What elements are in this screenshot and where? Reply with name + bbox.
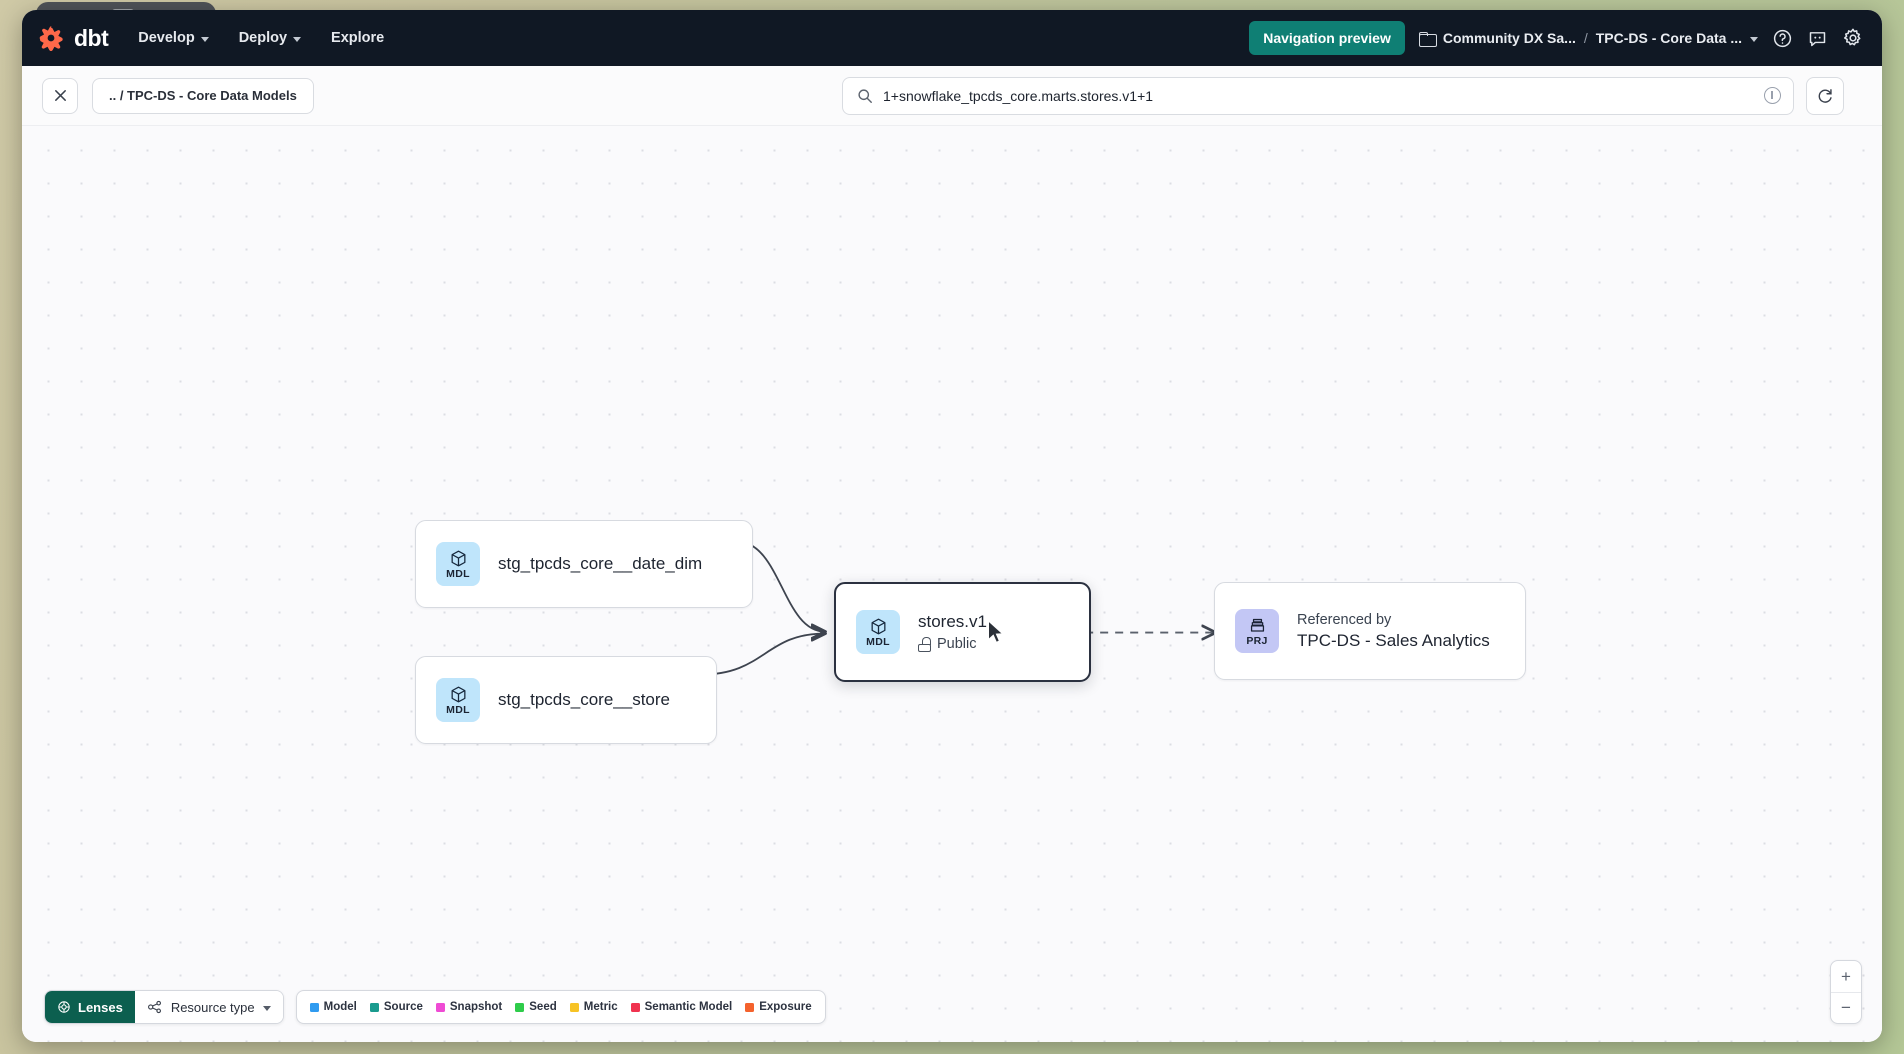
- nodes-icon: [147, 1000, 161, 1014]
- legend-label: Source: [383, 1001, 423, 1013]
- nav-link-deploy[interactable]: Deploy: [238, 30, 302, 46]
- node-title: TPC-DS - Sales Analytics: [1297, 630, 1490, 650]
- navigation-preview-button[interactable]: Navigation preview: [1249, 21, 1405, 55]
- legend-swatch: [435, 1002, 445, 1012]
- lens-icon: [58, 1001, 70, 1013]
- resource-type-dropdown[interactable]: Resource type: [134, 991, 283, 1023]
- refresh-icon: [1818, 88, 1832, 103]
- nav-link-develop-label: Develop: [138, 30, 195, 46]
- refresh-button[interactable]: [1806, 76, 1844, 115]
- node-body: stg_tpcds_core__store: [498, 690, 670, 710]
- top-navigation-bar: dbt Develop Deploy Explore Navigation pr…: [22, 10, 1882, 66]
- legend-label: Exposure: [759, 1001, 812, 1013]
- node-badge-label: MDL: [866, 635, 890, 648]
- lenses-button[interactable]: Lenses: [45, 991, 135, 1023]
- primary-nav-links: Develop Deploy Explore: [138, 30, 384, 46]
- legend-swatch: [309, 1002, 319, 1012]
- legend-item-model: Model: [309, 1001, 357, 1013]
- zoom-in-button[interactable]: +: [1841, 966, 1851, 986]
- node-body: stores.v1 Public: [918, 612, 987, 652]
- lineage-toolbar: .. / TPC-DS - Core Data Models: [22, 66, 1882, 126]
- resource-type-legend: Model Source Snapshot Seed: [295, 990, 826, 1024]
- node-title: stg_tpcds_core__store: [498, 690, 670, 709]
- search-input[interactable]: [883, 87, 1754, 104]
- cube-icon: [451, 686, 465, 703]
- dbt-mark-icon: [39, 26, 63, 52]
- zoom-controls: + −: [1830, 960, 1862, 1024]
- zoom-out-button[interactable]: −: [1831, 992, 1861, 1023]
- search-icon: [858, 88, 872, 103]
- node-badge-prj: PRJ: [1235, 609, 1279, 653]
- nav-link-develop[interactable]: Develop: [138, 30, 209, 46]
- unlock-icon: [918, 636, 931, 652]
- close-icon: [54, 90, 66, 101]
- top-nav-right-cluster: Navigation preview Community DX Sa... / …: [1249, 21, 1864, 55]
- legend-swatch: [630, 1002, 640, 1012]
- node-badge-mdl: MDL: [436, 678, 480, 722]
- node-title: stores.v1: [918, 612, 987, 631]
- close-lineage-button[interactable]: [42, 77, 78, 114]
- folder-icon: [1418, 31, 1437, 47]
- info-icon[interactable]: [1764, 87, 1781, 104]
- legend-item-exposure: Exposure: [745, 1001, 812, 1013]
- legend-label: Snapshot: [449, 1001, 503, 1013]
- chevron-down-icon: [262, 1005, 271, 1011]
- legend-label: Metric: [583, 1001, 618, 1013]
- node-access: Public: [918, 636, 987, 652]
- graph-node-stg-store[interactable]: MDL stg_tpcds_core__store: [415, 656, 717, 744]
- lineage-bottom-bar: Lenses Resource type: [44, 990, 826, 1024]
- node-badge-label: MDL: [446, 567, 470, 580]
- dbt-logo[interactable]: dbt: [36, 23, 109, 53]
- help-circle-icon[interactable]: [1772, 28, 1793, 49]
- breadcrumb-separator: /: [1583, 30, 1588, 46]
- legend-item-semantic-model: Semantic Model: [630, 1001, 733, 1013]
- resource-type-label: Resource type: [170, 999, 255, 1015]
- node-title: stg_tpcds_core__date_dim: [498, 554, 703, 573]
- legend-item-metric: Metric: [569, 1001, 618, 1013]
- breadcrumb-account[interactable]: Community DX Sa...: [1442, 30, 1576, 46]
- lenses-button-label: Lenses: [78, 999, 123, 1015]
- chevron-down-icon: [293, 36, 302, 42]
- legend-swatch: [569, 1002, 579, 1012]
- cube-icon: [451, 550, 465, 567]
- dbt-logo-text: dbt: [74, 24, 109, 51]
- node-body: Referenced by TPC-DS - Sales Analytics: [1297, 612, 1490, 651]
- cube-icon: [871, 618, 885, 635]
- legend-item-seed: Seed: [515, 1001, 557, 1013]
- lens-control-group: Lenses Resource type: [44, 990, 284, 1024]
- node-body: stg_tpcds_core__date_dim: [498, 554, 702, 574]
- graph-node-stg-date-dim[interactable]: MDL stg_tpcds_core__date_dim: [415, 520, 753, 608]
- node-badge-label: PRJ: [1246, 634, 1268, 647]
- legend-swatch: [745, 1002, 755, 1012]
- legend-label: Model: [323, 1001, 357, 1013]
- breadcrumb-project[interactable]: TPC-DS - Core Data ...: [1595, 30, 1742, 46]
- legend-item-snapshot: Snapshot: [435, 1001, 503, 1013]
- legend-swatch: [515, 1002, 525, 1012]
- project-stack-icon: [1250, 618, 1264, 632]
- lineage-canvas[interactable]: MDL stg_tpcds_core__date_dim MDL stg_tpc…: [22, 126, 1882, 1042]
- gear-icon[interactable]: [1842, 27, 1864, 49]
- chevron-down-icon: [200, 36, 209, 42]
- search-area: [842, 76, 1844, 115]
- legend-label: Seed: [529, 1001, 557, 1013]
- node-badge-mdl: MDL: [856, 610, 900, 654]
- feedback-icon[interactable]: [1807, 28, 1828, 49]
- legend-label: Semantic Model: [644, 1001, 733, 1013]
- chevron-down-icon[interactable]: [1750, 36, 1758, 42]
- project-breadcrumb-pill[interactable]: .. / TPC-DS - Core Data Models: [92, 77, 314, 114]
- nav-link-deploy-label: Deploy: [238, 30, 288, 46]
- breadcrumb: Community DX Sa... / TPC-DS - Core Data …: [1418, 30, 1758, 47]
- graph-node-stores-v1[interactable]: MDL stores.v1 Public: [834, 582, 1091, 682]
- search-box[interactable]: [842, 76, 1794, 115]
- node-badge-mdl: MDL: [436, 542, 480, 586]
- node-eyebrow: Referenced by: [1297, 611, 1392, 628]
- graph-node-referenced-by-project[interactable]: PRJ Referenced by TPC-DS - Sales Analyti…: [1214, 582, 1526, 680]
- legend-item-source: Source: [369, 1001, 423, 1013]
- nav-link-explore[interactable]: Explore: [331, 30, 384, 46]
- node-access-label: Public: [937, 636, 977, 652]
- nav-link-explore-label: Explore: [331, 30, 385, 46]
- legend-swatch: [369, 1002, 379, 1012]
- app-window: dbt Develop Deploy Explore Navigation pr…: [22, 10, 1882, 1042]
- node-badge-label: MDL: [446, 703, 470, 716]
